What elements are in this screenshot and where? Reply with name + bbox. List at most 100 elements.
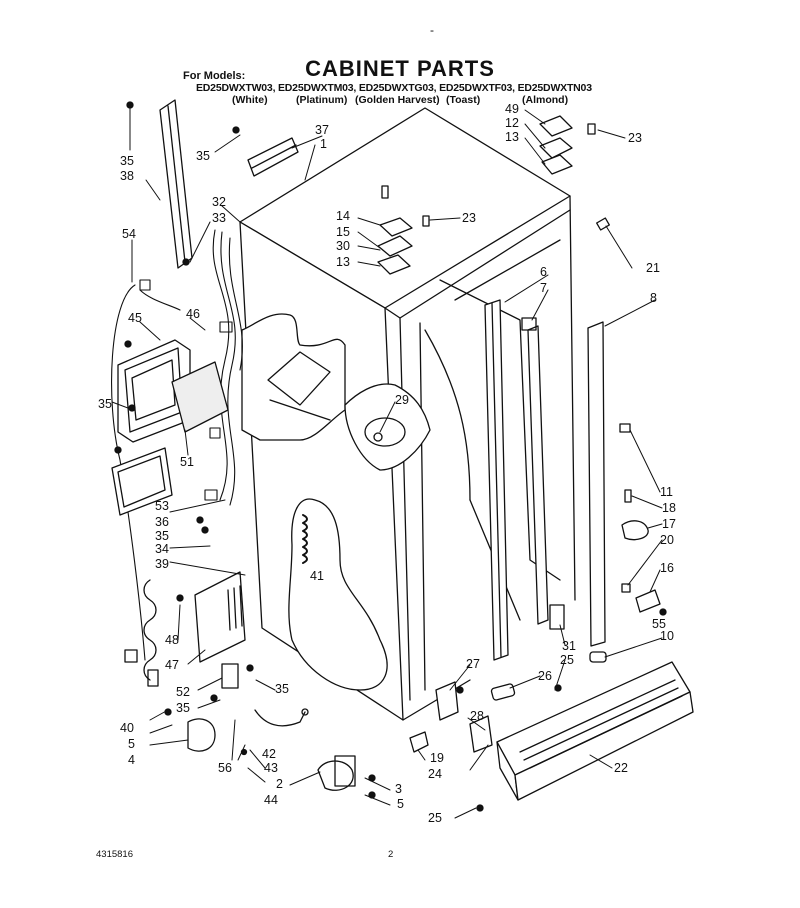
callout-45: 45 (128, 311, 142, 325)
callout-35: 35 (120, 154, 134, 168)
document-number: 4315816 (96, 849, 133, 860)
callout-8: 8 (650, 291, 657, 305)
control-bracket-48 (194, 571, 246, 663)
callout-20: 20 (660, 533, 674, 547)
callout-52: 52 (176, 685, 190, 699)
color-platinum: (Platinum) (296, 94, 348, 106)
models-label: For Models: (183, 70, 246, 82)
color-almond: (Almond) (522, 94, 569, 106)
callout-39: 39 (155, 557, 169, 571)
trim-strip-8 (587, 321, 606, 647)
callout-24: 24 (428, 767, 442, 781)
callout-3: 3 (395, 782, 402, 796)
hinge-assembly-right (539, 115, 610, 231)
leveling-leg-2 (317, 755, 356, 791)
callout-28: 28 (470, 709, 484, 723)
screws (114, 101, 667, 812)
pad-26 (490, 683, 516, 701)
callout-46: 46 (186, 307, 200, 321)
callout-49: 49 (505, 102, 519, 116)
power-cord (124, 579, 159, 687)
callout-41: 41 (310, 569, 324, 583)
callout-23: 23 (628, 131, 642, 145)
callout-15: 15 (336, 225, 350, 239)
wiring-harness (111, 229, 243, 661)
callout-44: 44 (264, 793, 278, 807)
toe-grille-22 (496, 661, 694, 801)
callout-32: 32 (212, 195, 226, 209)
bumper-10 (589, 651, 607, 663)
callout-33: 33 (212, 211, 226, 225)
callout-23: 23 (462, 211, 476, 225)
callout-18: 18 (662, 501, 676, 515)
callout-35: 35 (275, 682, 289, 696)
hinge-assembly-center (377, 185, 430, 275)
model-numbers: ED25DWXTW03, ED25DWXTM03, ED25DWXTG03, E… (196, 82, 592, 94)
clamp-52 (221, 663, 239, 689)
callout-35: 35 (176, 701, 190, 715)
callout-14: 14 (336, 209, 350, 223)
callout-2: 2 (276, 777, 283, 791)
callout-10: 10 (660, 629, 674, 643)
callout-34: 34 (155, 542, 169, 556)
callout-38: 38 (120, 169, 134, 183)
callout-31: 31 (562, 639, 576, 653)
callout-53: 53 (155, 499, 169, 513)
color-toast: (Toast) (446, 94, 481, 106)
compressor-mount-4 (187, 718, 216, 752)
lower-cutaway (288, 498, 388, 691)
color-golden-harvest: (Golden Harvest) (355, 94, 440, 106)
callout-numbers: 35 38 35 37 1 32 33 54 45 46 35 51 14 15… (98, 102, 676, 825)
bracket-27 (435, 681, 459, 721)
callout-16: 16 (660, 561, 674, 575)
callout-17: 17 (662, 517, 676, 531)
center-cutaway (344, 383, 431, 471)
page-title: CABINET PARTS (305, 56, 495, 81)
scan-mark: - (430, 23, 434, 37)
callout-5: 5 (128, 737, 135, 751)
page-number: 2 (388, 849, 394, 860)
top-cover-37 (247, 137, 299, 177)
leader-lines (111, 104, 663, 819)
callout-35: 35 (196, 149, 210, 163)
callout-19: 19 (430, 751, 444, 765)
callout-42: 42 (262, 747, 276, 761)
callout-29: 29 (395, 393, 409, 407)
callout-13: 13 (505, 130, 519, 144)
callout-7: 7 (540, 281, 547, 295)
callout-5: 5 (397, 797, 404, 811)
callout-1: 1 (320, 137, 327, 151)
insulation-pad-51 (171, 361, 229, 433)
callout-22: 22 (614, 761, 628, 775)
callout-26: 26 (538, 669, 552, 683)
callout-4: 4 (128, 753, 135, 767)
callout-51: 51 (180, 455, 194, 469)
door-stop-17 (619, 423, 649, 541)
callout-30: 30 (336, 239, 350, 253)
callout-25: 25 (560, 653, 574, 667)
clip-19 (409, 731, 429, 753)
callout-27: 27 (466, 657, 480, 671)
callout-35: 35 (155, 529, 169, 543)
color-white: (White) (232, 94, 268, 106)
bracket-28 (469, 715, 493, 753)
trim-strip-7 (521, 317, 549, 625)
callout-43: 43 (264, 761, 278, 775)
tube-42 (254, 708, 309, 727)
callout-54: 54 (122, 227, 136, 241)
callout-37: 37 (315, 123, 329, 137)
callout-13: 13 (336, 255, 350, 269)
callout-25: 25 (428, 811, 442, 825)
side-panel-cutaway (241, 313, 346, 441)
callout-56: 56 (218, 761, 232, 775)
callout-12: 12 (505, 116, 519, 130)
callout-40: 40 (120, 721, 134, 735)
callout-21: 21 (646, 261, 660, 275)
callout-47: 47 (165, 658, 179, 672)
callout-6: 6 (540, 265, 547, 279)
trim-strip-6 (484, 299, 509, 661)
callout-35: 35 (98, 397, 112, 411)
drain-pan-36 (111, 447, 173, 516)
hinge-16 (621, 583, 661, 613)
